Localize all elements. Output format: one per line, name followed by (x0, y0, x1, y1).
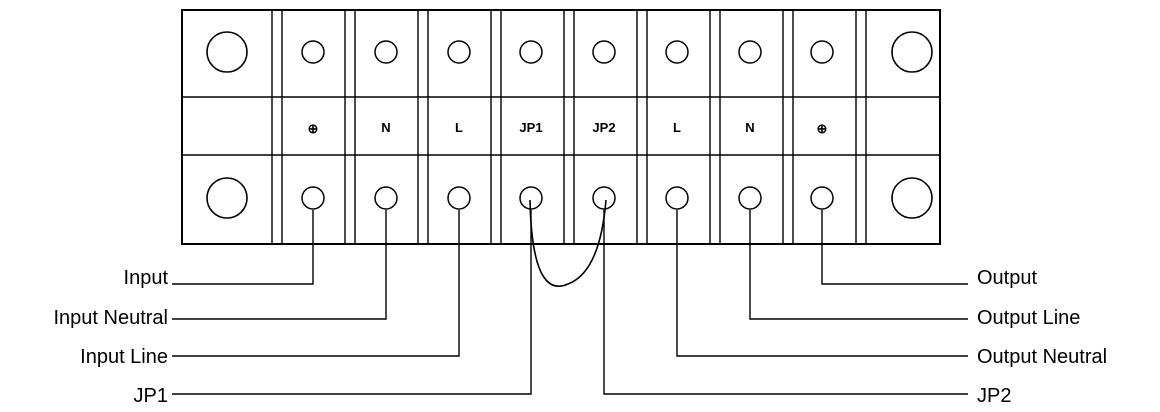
terminal-screw-top-7 (738, 40, 762, 64)
callout-output-line: Output Line (977, 307, 1080, 329)
leader-right-2 (749, 210, 968, 320)
leader-left-3 (172, 210, 460, 357)
callout-output: Output (977, 267, 1037, 289)
terminal-label-3: L (455, 120, 463, 135)
callout-jp2: JP2 (977, 385, 1011, 407)
callout-input-line: Input Line (80, 346, 168, 368)
terminal-label-7: N (745, 120, 754, 135)
callout-output-neutral: Output Neutral (977, 346, 1107, 368)
callout-input-neutral: Input Neutral (53, 307, 168, 329)
leader-lines (172, 210, 968, 395)
callout-jp1: JP1 (134, 385, 168, 407)
terminal-screw-top-2 (374, 40, 398, 64)
terminal-screw-top-3 (447, 40, 471, 64)
terminal-screw-top-1 (301, 40, 325, 64)
terminal-screw-top-4 (519, 40, 543, 64)
terminal-labels: ⊕ N L JP1 JP2 L N ⊕ (308, 120, 828, 136)
terminal-screw-bottom-4 (519, 186, 543, 210)
leader-left-1 (172, 210, 314, 285)
jumper-link (529, 199, 607, 287)
terminal-screw-bottom-8 (810, 186, 834, 210)
callout-texts: Input Input Neutral Input Line JP1 Outpu… (53, 267, 1107, 407)
mounting-hole-4 (891, 177, 933, 219)
terminal-screw-bottom-7 (738, 186, 762, 210)
leader-right-4 (603, 210, 968, 395)
terminal-label-4: JP1 (519, 120, 542, 135)
jumper-wire (529, 199, 607, 287)
terminal-screw-top-6 (665, 40, 689, 64)
leader-left-2 (172, 210, 387, 320)
terminal-screw-top-8 (810, 40, 834, 64)
terminal-screw-top-5 (592, 40, 616, 64)
leader-right-3 (676, 210, 968, 357)
terminal-label-6: L (673, 120, 681, 135)
terminal-screw-bottom-3 (447, 186, 471, 210)
terminal-screw-bottom-5 (592, 186, 616, 210)
callout-input: Input (124, 267, 169, 289)
leader-left-4 (172, 210, 532, 395)
terminal-label-5: JP2 (592, 120, 615, 135)
mounting-hole-2 (206, 177, 248, 219)
terminal-screw-bottom-6 (665, 186, 689, 210)
terminal-screw-bottom-1 (301, 186, 325, 210)
terminal-label-1: ⊕ (308, 121, 319, 136)
terminal-label-2: N (381, 120, 390, 135)
terminal-screw-bottom-2 (374, 186, 398, 210)
block-frame (181, 9, 941, 245)
terminal-block (181, 9, 941, 245)
leader-right-1 (821, 210, 968, 285)
mounting-hole-3 (891, 31, 933, 73)
mounting-hole-1 (206, 31, 248, 73)
terminal-label-8: ⊕ (817, 121, 828, 136)
